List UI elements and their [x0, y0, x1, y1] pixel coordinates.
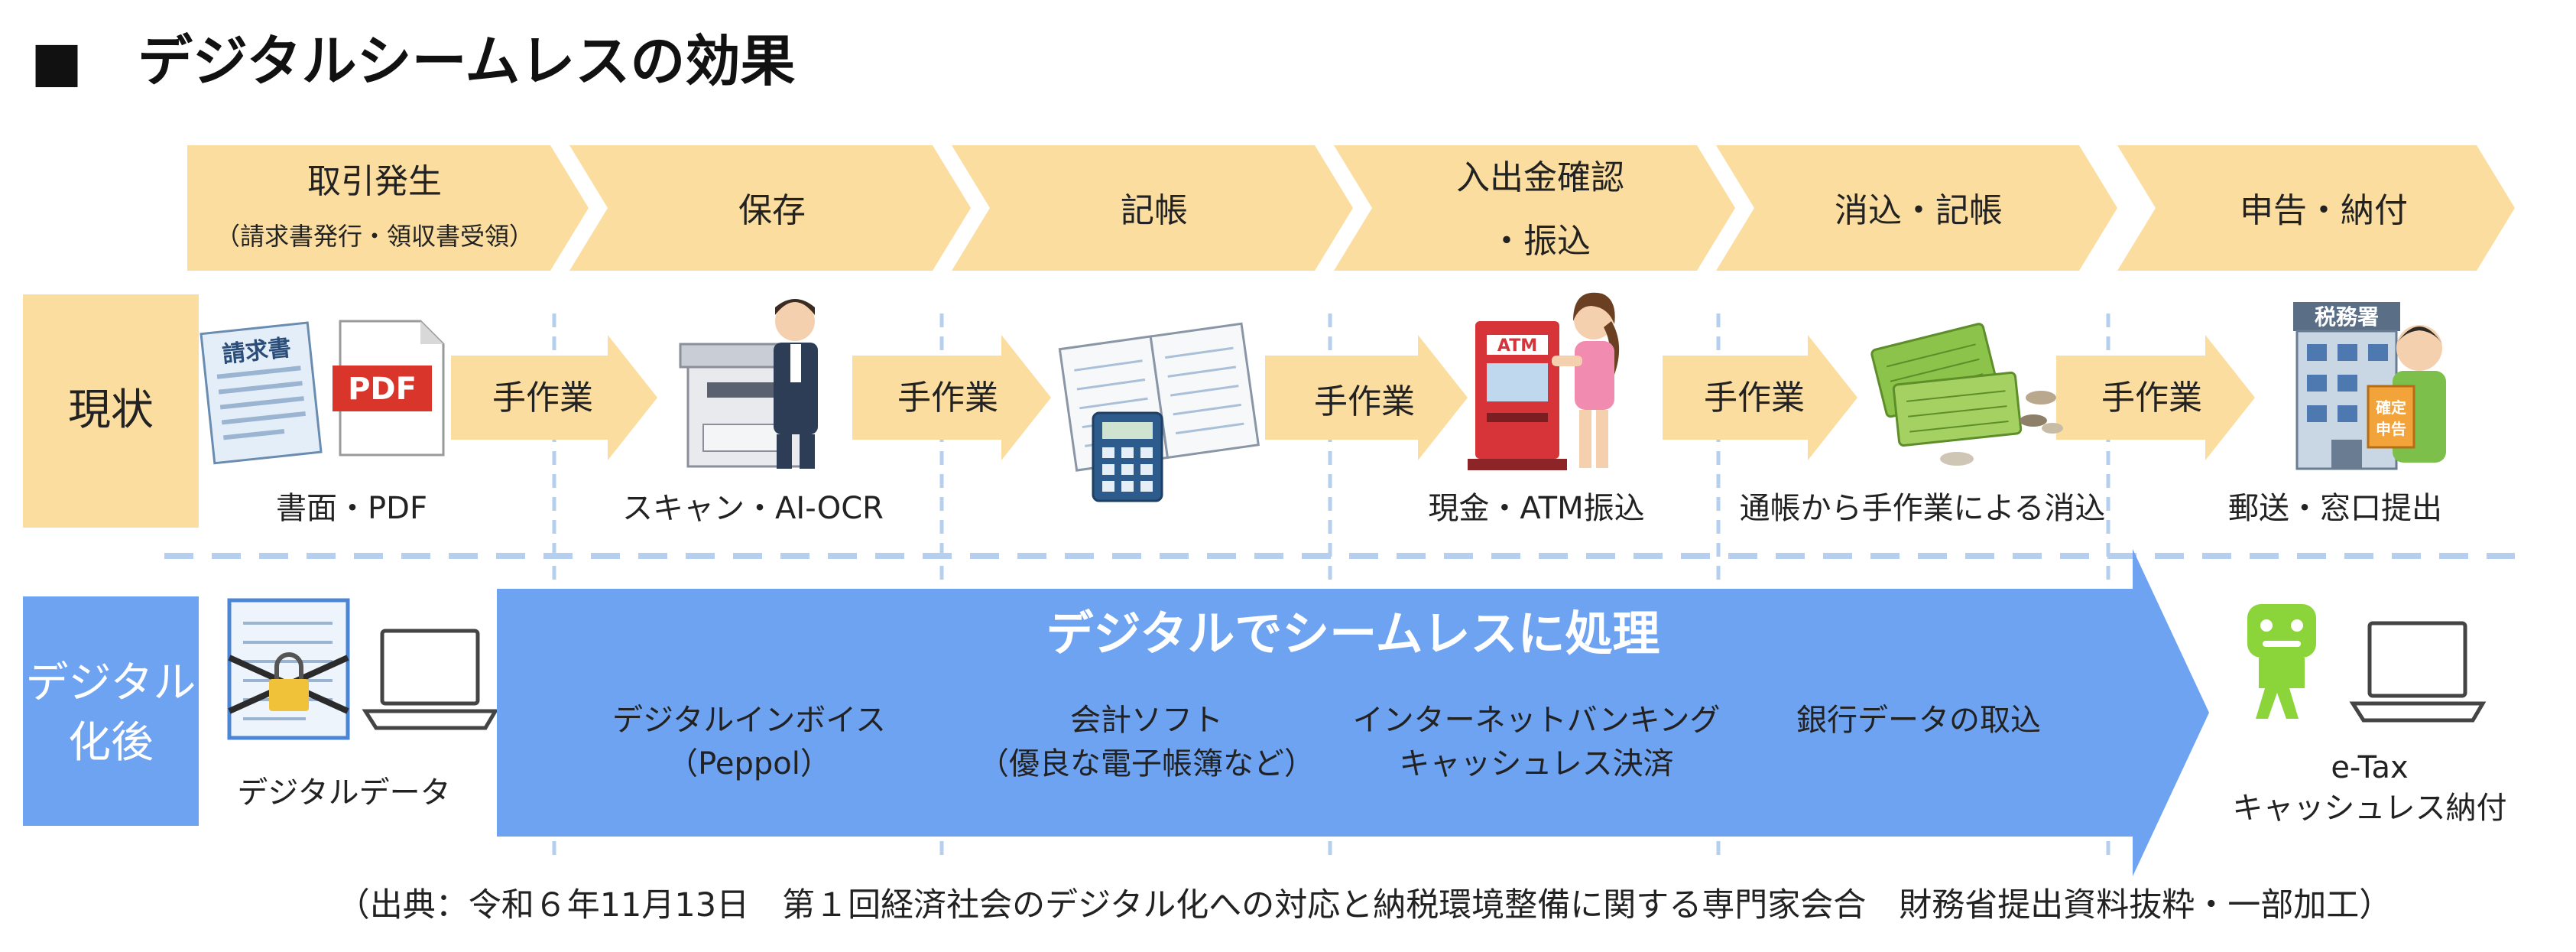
manual-arrow-4: 手作業	[1663, 335, 1857, 460]
pdf-text: PDF	[348, 372, 417, 407]
manual-arrow-label-1: 手作業	[492, 379, 593, 418]
manual-arrow-2: 手作業	[852, 335, 1051, 460]
step-chevron-5	[1716, 145, 2117, 271]
manual-arrow-5: 手作業	[2056, 335, 2255, 460]
step-label-4: 入出金確認	[1456, 158, 1624, 197]
tax-doc-text-2: 申告	[2376, 420, 2406, 438]
tax-office-text: 税務署	[2315, 304, 2379, 330]
diagram-title: ■ デジタルシームレスの効果	[31, 29, 795, 93]
digital-end-line2: キャッシュレス納付	[2232, 791, 2506, 826]
step-sub-1: （請求書発行・領収書受領）	[216, 222, 534, 251]
manual-arrow-3: 手作業	[1265, 335, 1468, 460]
digital-row-label-line1: デジタル	[26, 658, 196, 708]
digital-step-2-line1: 会計ソフト	[1070, 703, 1223, 738]
step-sub-4: ・振込	[1490, 222, 1591, 261]
digital-step-3-line1: インターネットバンキング	[1353, 703, 1721, 738]
manual-arrow-1: 手作業	[451, 335, 657, 460]
etax-laptop-icon	[2349, 621, 2487, 723]
step-label-1: 取引発生	[307, 162, 442, 201]
current-row-label: 現状	[68, 385, 154, 435]
source-note: （出典：令和６年11月13日 第１回経済社会のデジタル化への対応と納税環境整備に…	[337, 886, 2393, 924]
tax-doc-text: 確定	[2376, 398, 2406, 417]
manual-arrows: 手作業 手作業 手作業 手作業 手作業	[451, 335, 2255, 460]
step-chevron-4	[1334, 145, 1735, 271]
digital-row-label-box	[23, 596, 199, 826]
manual-arrow-label-2: 手作業	[897, 379, 998, 418]
step-label-3: 記帳	[1121, 191, 1188, 230]
tax-office-icon: 税務署 確定 申告	[2293, 302, 2446, 470]
atm-text: ATM	[1497, 336, 1537, 356]
seamless-arrow-banner	[497, 549, 2209, 876]
ledger-calculator-icon	[1058, 322, 1260, 502]
step-chevron-3	[952, 145, 1353, 271]
atm-person-icon: ATM	[1468, 292, 1620, 470]
current-row-label-box	[23, 294, 199, 528]
manual-arrow-label-5: 手作業	[2101, 379, 2202, 418]
step-chevron-1	[187, 145, 589, 271]
step-chevron-6	[2117, 145, 2515, 271]
manual-arrow-label-4: 手作業	[1704, 379, 1805, 418]
process-steps: 取引発生 （請求書発行・領収書受領） 保存 記帳 入出金確認 ・振込 消込・記帳…	[187, 145, 2515, 271]
digital-step-1-line2: （Peppol）	[667, 746, 831, 781]
digital-start-caption: デジタルデータ	[237, 775, 450, 811]
step-label-2: 保存	[738, 191, 806, 230]
digital-step-4-line1: 銀行データの取込	[1796, 703, 2041, 738]
current-caption-4: 現金・ATM振込	[1428, 491, 1644, 526]
current-caption-1: 書面・PDF	[276, 491, 427, 526]
scanner-person-icon	[679, 299, 818, 469]
etax-mascot-icon	[2247, 604, 2316, 719]
step-label-6: 申告・納付	[2240, 191, 2408, 230]
invoice-pdf-icon: 請求書 PDF	[200, 320, 445, 465]
digital-step-1-line1: デジタルインボイス	[612, 703, 886, 738]
digital-end-line1: e-Tax	[2331, 750, 2408, 785]
laptop-icon	[362, 629, 499, 730]
step-chevron-2	[569, 145, 971, 271]
current-caption-5: 通帳から手作業による消込	[1740, 491, 2106, 526]
seamless-banner-text: デジタルでシームレスに処理	[1046, 606, 1660, 661]
digital-step-3-line2: キャッシュレス決済	[1399, 746, 1673, 781]
current-caption-2: スキャン・AI-OCR	[622, 491, 884, 526]
digital-step-2-line2: （優良な電子帳簿など）	[978, 746, 1315, 781]
step-label-5: 消込・記帳	[1835, 191, 2003, 230]
current-caption-6: 郵送・窓口提出	[2228, 491, 2442, 526]
locked-document-icon	[227, 598, 350, 740]
digital-row-label-line2: 化後	[68, 718, 154, 768]
passbook-icon	[1870, 323, 2063, 466]
manual-arrow-label-3: 手作業	[1314, 382, 1415, 421]
